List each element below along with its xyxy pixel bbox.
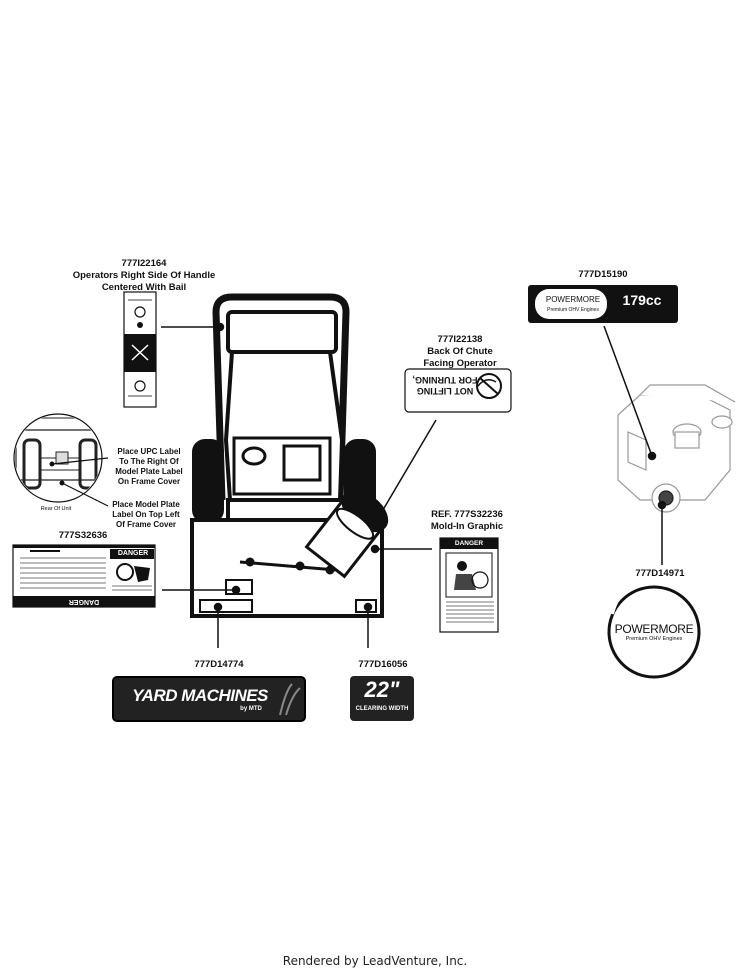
part-number: 777I22138 (437, 334, 483, 345)
handle-decal (123, 291, 157, 408)
clearing-width-text: CLEARING WIDTH (355, 706, 409, 712)
model-plate-caption: Place Model Plate Label On Top Left Of F… (102, 500, 190, 530)
round-decal-text: POWERMORE Premium OHV Engines (612, 622, 696, 642)
caption-line: On Frame Cover (117, 477, 181, 486)
chute-decal-text: NOT LIFTING FOR TURNING, (405, 374, 485, 396)
caption-line: Of Frame Cover (115, 520, 177, 529)
not-lifting-text: FOR TURNING, (412, 375, 478, 385)
yard-part: 777D14774 (164, 659, 274, 671)
part-number: 777D14774 (194, 659, 244, 670)
powermore-round-decal (607, 576, 702, 679)
caption-line: Centered With Bail (101, 282, 187, 293)
engine-illustration (617, 384, 736, 513)
yard-machines-text: YARD MACHINES (132, 686, 268, 705)
part-number: 777D16056 (358, 659, 408, 670)
width-part: 777D16056 (328, 659, 438, 671)
part-number: 777D15190 (578, 269, 628, 280)
brand-sub: Premium OHV Engines (625, 636, 683, 642)
caption-line: Model Plate Label (115, 467, 183, 476)
yard-machines-decal (112, 676, 306, 722)
danger-left-part: 777S32636 (28, 530, 138, 542)
mold-in-danger-header: DANGER (454, 540, 484, 547)
danger-header: DANGER (117, 550, 149, 557)
footer-credit: Rendered by LeadVenture, Inc. (282, 954, 468, 968)
caption-line: Operators Right Side Of Handle (72, 270, 216, 281)
mold-in-danger-decal (439, 537, 499, 633)
upc-label-caption: Place UPC Label To The Right Of Model Pl… (104, 447, 194, 487)
engine-top-part: 777D15190 (548, 269, 658, 281)
brand-name: POWERMORE (614, 622, 694, 636)
clearing-width-decal (350, 676, 414, 721)
chute-decal (404, 368, 512, 413)
part-number: 777I22164 (121, 258, 167, 269)
danger-footer-inverted: DANGER (68, 598, 100, 605)
caption-line: Place UPC Label (117, 447, 181, 456)
wheel-detail-circle (13, 413, 109, 507)
brand-name: POWERMORE (545, 295, 601, 304)
part-number: 777S32636 (58, 530, 108, 541)
rear-of-unit-note: Rear Of Unit (40, 506, 72, 512)
caption-line: Place Model Plate (112, 500, 180, 509)
engine-decal-brand: POWERMORE Premium OHV Engines (540, 295, 606, 315)
caption-line: Facing Operator (423, 358, 497, 369)
snowblower-illustration (190, 293, 389, 618)
brand-sub: Premium OHV Engines (547, 307, 599, 313)
caption-line: Mold-In Graphic (430, 521, 504, 532)
caption-line: Label On Top Left (112, 510, 180, 519)
part-number: REF. 777S32236 (431, 509, 503, 520)
mold-in-caption: REF. 777S32236 Mold-In Graphic (412, 509, 522, 533)
part-number: 777D14971 (635, 568, 685, 579)
width-inches-text: 22" (364, 677, 400, 702)
engine-cc-text: 179cc (622, 292, 662, 308)
chute-label-caption: 777I22138 Back Of Chute Facing Operator (400, 334, 520, 370)
danger-decal-left (12, 544, 156, 608)
by-mtd-text: by MTD (240, 706, 262, 712)
engine-cc-decal (528, 285, 678, 323)
leader-lines (161, 322, 667, 648)
engine-round-part: 777D14971 (605, 568, 715, 580)
handle-label-caption: 777I22164 Operators Right Side Of Handle… (54, 258, 234, 294)
caption-line: Back Of Chute (427, 346, 493, 357)
for-turning-text: NOT LIFTING (416, 386, 474, 396)
caption-line: To The Right Of (119, 457, 179, 466)
